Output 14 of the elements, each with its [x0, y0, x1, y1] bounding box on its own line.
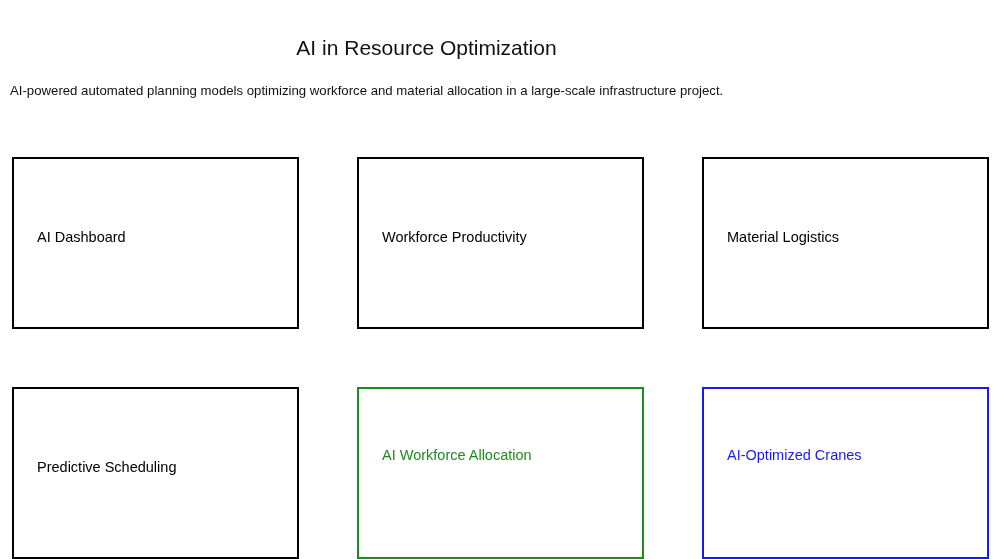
process-box: [357, 387, 644, 559]
box-label: AI Workforce Allocation: [382, 447, 532, 463]
box-label: Predictive Scheduling: [37, 459, 177, 475]
process-box: [357, 157, 644, 329]
process-box: [702, 387, 989, 559]
box-label: AI-Optimized Cranes: [727, 447, 862, 463]
diagram-title: AI in Resource Optimization: [295, 36, 558, 60]
process-box: [702, 157, 989, 329]
box-label: AI Dashboard: [37, 229, 126, 245]
box-label: Workforce Productivity: [382, 229, 527, 245]
diagram-caption: AI-powered automated planning models optimizing workforce and material allocation in a large-scale infrastructure project.: [10, 83, 725, 98]
process-box: [12, 157, 299, 329]
process-box: [12, 387, 299, 559]
box-label: Material Logistics: [727, 229, 839, 245]
